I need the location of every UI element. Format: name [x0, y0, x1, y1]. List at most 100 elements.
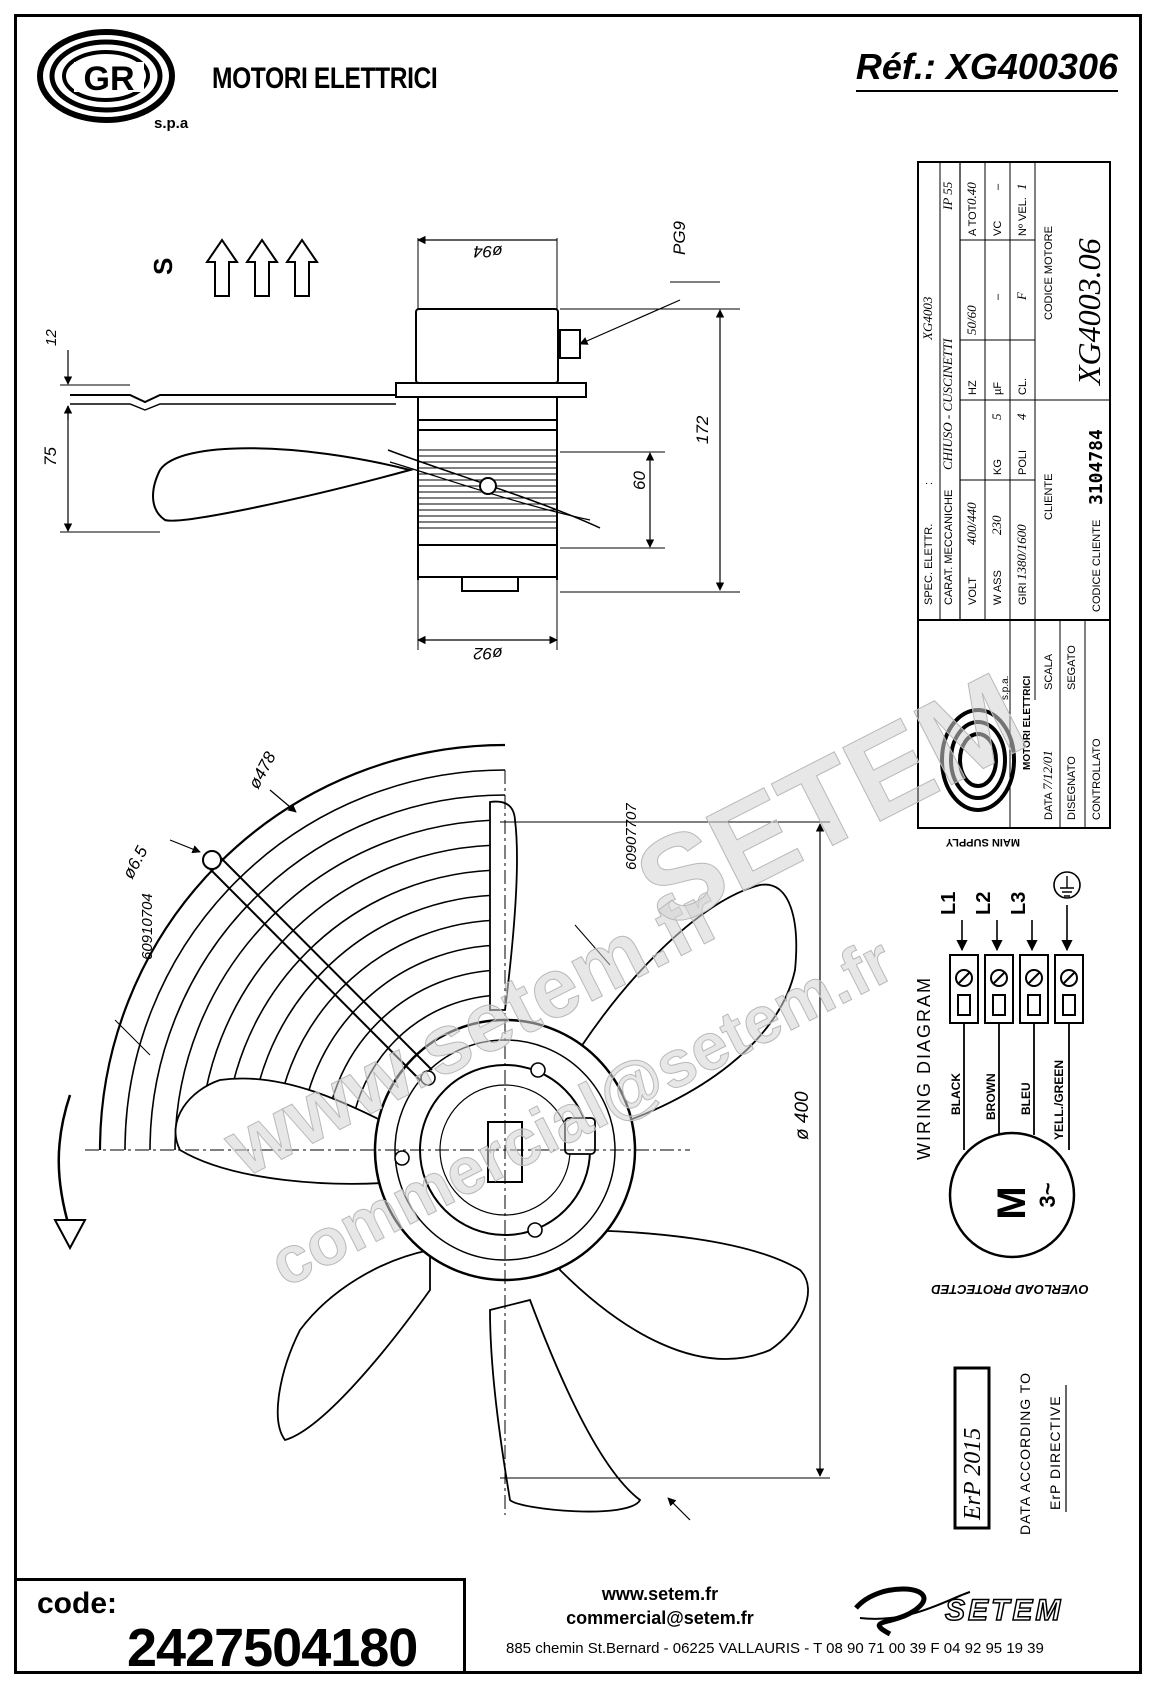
scala-label: SCALA [1043, 653, 1055, 690]
wiring-diagram: WIRING DIAGRAM MAIN SUPPLY L1 L2 L3 [914, 836, 1089, 1297]
setem-logo-swoosh-icon [854, 1586, 927, 1637]
giri-value: 1380/1600 [1014, 524, 1029, 580]
hz-value: 50/60 [964, 305, 979, 335]
dim-offset-blade: 75 [41, 447, 60, 466]
gr-logo-mark: GR [37, 29, 175, 123]
erp-note-line1: DATA ACCORDING TO [1017, 1372, 1033, 1535]
footer-website[interactable]: www.setem.fr [601, 1584, 719, 1604]
airflow-label: S [148, 258, 178, 275]
poli-label: POLI [1017, 450, 1029, 475]
data-value: 7/12/01 [1040, 750, 1055, 790]
volt-label: VOLT [967, 577, 979, 605]
dim-gland: PG9 [670, 220, 689, 255]
motor-symbol-sub: 3~ [1035, 1182, 1060, 1207]
footer-address: 885 chemin St.Bernard - 06225 VALLAURIS … [506, 1640, 1044, 1657]
cable-gland [564, 1117, 596, 1155]
cl-value: F [1014, 291, 1029, 301]
setem-logo: SETEM [854, 1586, 1063, 1637]
codice-cliente-label: CODICE CLIENTE [1091, 520, 1103, 612]
wass-value: 230 [989, 515, 1004, 535]
mech-label: CARAT. MECCANICHE [943, 490, 955, 605]
part-blade-number: 60907707 [623, 803, 640, 870]
cl-label: CL. [1017, 378, 1029, 395]
controllato-label: CONTROLLATO [1091, 738, 1103, 820]
dim-height-lower: 60 [630, 471, 649, 490]
codice-motore-value: XG4003.06 [1071, 238, 1107, 387]
wass-label: W ASS [992, 570, 1004, 605]
airflow-arrow-icon [285, 238, 319, 297]
side-view: ø94 PG9 ø92 172 [41, 220, 740, 663]
reference-number: Réf.: XG400306 [855, 46, 1118, 92]
kg-label: KG [992, 459, 1004, 475]
poli-value: 4 [1014, 413, 1029, 420]
airflow-arrow-icon [245, 238, 279, 297]
title-logo-sub: s.p.a. [1000, 676, 1011, 700]
dim-hole-diameter: ø6.5 [119, 842, 152, 881]
wiring-title: WIRING DIAGRAM [914, 976, 934, 1160]
ip-rating: IP 55 [940, 181, 955, 211]
overload-label: OVERLOAD PROTECTED [931, 1282, 1089, 1297]
disegnato-label: DISEGNATO [1066, 756, 1078, 820]
motor-symbol-label: M [990, 1186, 1034, 1219]
gr-logo-letters: GR [84, 60, 135, 98]
terminal-block [949, 954, 1084, 1024]
volt-value: 400/440 [964, 502, 979, 545]
motor-wires [963, 1023, 1070, 1150]
title-block-logo [940, 708, 1016, 812]
kg-value: 5 [989, 413, 1004, 420]
airflow-arrow-icon [205, 238, 239, 297]
nvel-label: Nº VEL. [1017, 197, 1029, 236]
spec-label: SPEC. ELETTR. [923, 524, 935, 605]
code-label: code: [37, 1587, 118, 1620]
rotation-arc [57, 1094, 72, 1231]
uf-label: µF [992, 382, 1004, 395]
gr-logo-sub: s.p.a [154, 115, 189, 132]
front-view: ø 400 ø478 ø6.5 60910704 60907707 [53, 743, 830, 1521]
cliente-label: CLIENTE [1043, 474, 1055, 520]
wire-bleu-label: BLEU [1019, 1082, 1033, 1115]
rotation-arrow-icon [53, 1219, 87, 1251]
line-l3-label: L3 [1008, 892, 1030, 915]
main-supply-label: MAIN SUPPLY [945, 836, 1020, 848]
title-block: SPEC. ELETTR. : XG4003 CARAT. MECCANICHE… [917, 161, 1111, 829]
vc-value: – [992, 183, 1004, 190]
dim-guard-diameter: ø478 [245, 748, 280, 792]
gr-logo: GR s.p.a [37, 29, 189, 132]
wire-black-label: BLACK [949, 1073, 963, 1115]
title-logo-text: MOTORI ELETTRICI [1022, 676, 1033, 770]
atot-label: A TOT [967, 204, 979, 236]
segato-label: SEGATO [1066, 645, 1078, 690]
erp-section: ErP 2015 DATA ACCORDING TO ErP DIRECTIVE [953, 1366, 1067, 1535]
motor-symbol [948, 1131, 1076, 1259]
ground-icon [1053, 871, 1081, 899]
footer-email[interactable]: commercial@setem.fr [566, 1608, 754, 1628]
nvel-value: 1 [1014, 184, 1029, 191]
erp-badge-text: ErP 2015 [960, 1428, 986, 1521]
airflow-indicator: S [148, 238, 319, 297]
watermark: www.setem.fr SETEM commercial@setem.fr [209, 646, 1046, 1301]
dim-top-diameter: ø94 [473, 242, 502, 261]
vc-label: VC [992, 221, 1004, 236]
data-label: DATA [1043, 792, 1055, 820]
brand-name: MOTORI ELETTRICI [212, 62, 438, 95]
uf-value: – [992, 293, 1004, 300]
hz-label: HZ [967, 380, 979, 395]
codice-motore-label: CODICE MOTORE [1043, 226, 1055, 320]
setem-logo-text: SETEM [945, 1594, 1063, 1627]
spec-separator: : [923, 482, 935, 485]
drawing-sheet [14, 14, 1142, 1674]
code-box: code: 2427504180 [14, 1578, 466, 1678]
wire-brown-label: BROWN [984, 1073, 998, 1120]
atot-value: 0.40 [964, 182, 979, 205]
mech-value: CHIUSO - CUSCINETTI [940, 338, 955, 470]
wire-yellgreen-label: YELL./GREEN [1052, 1060, 1066, 1140]
line-l1-label: L1 [938, 892, 960, 915]
dim-fan-diameter: ø 400 [792, 1091, 813, 1140]
code-value: 2427504180 [127, 1618, 418, 1678]
dim-height-total: 172 [693, 415, 712, 444]
part-guard-number: 60910704 [139, 893, 156, 960]
spec-value: XG4003 [920, 296, 935, 341]
fan-blades [174, 800, 809, 1513]
erp-note-line2: ErP DIRECTIVE [1047, 1395, 1063, 1510]
